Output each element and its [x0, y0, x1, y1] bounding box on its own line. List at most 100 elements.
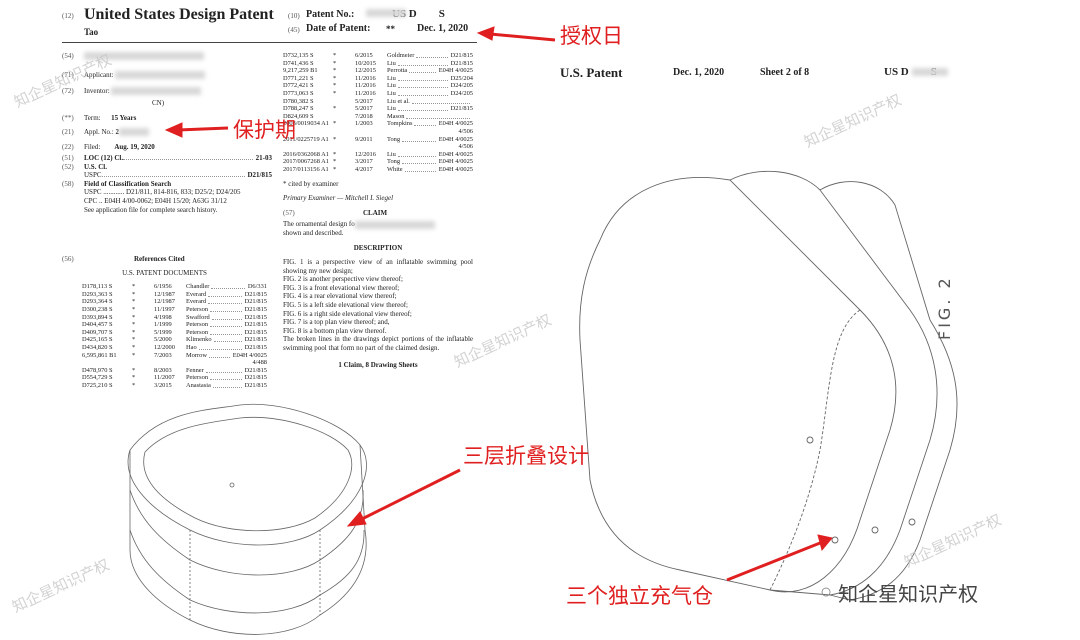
reference-cell: D732,135 S: [283, 52, 314, 59]
reference-cell: 11/2016: [355, 82, 376, 90]
reference-cell: Swafford: [186, 313, 210, 321]
reference-cell: Peterson: [186, 321, 209, 329]
field-uspc: USPC ............ D21/811, 814-816, 833;…: [84, 188, 241, 197]
reference-cell: 4/1998: [154, 313, 172, 321]
annotation-term: 保护期: [233, 118, 296, 142]
reference-cell: 2016/0362068 A1: [283, 150, 329, 158]
reference-cell: Fenner: [186, 366, 204, 374]
f58: (58): [62, 179, 74, 188]
reference-cell: Chandler: [186, 283, 210, 291]
reference-cell: D21/815: [244, 313, 267, 321]
examiner: Primary Examiner — Mitchell I. Siegel: [283, 194, 394, 203]
reference-cell: 6/1956: [154, 283, 172, 291]
reference-cell: E04H 4/0025: [438, 120, 473, 128]
reference-cell: Morrow: [186, 351, 207, 359]
reference-cell: [414, 120, 436, 127]
reference-cell: [397, 82, 448, 89]
date-mark: **: [386, 24, 395, 34]
reference-cell: Everard: [186, 290, 207, 298]
reference-cell: [397, 75, 448, 81]
f51: (51): [62, 154, 74, 162]
reference-cell: Liu: [387, 59, 396, 67]
refs-subtitle: U.S. PATENT DOCUMENTS: [122, 268, 207, 277]
reference-cell: D824,609 S: [283, 112, 314, 120]
date-of-patent: Dec. 1, 2020: [417, 23, 469, 34]
reference-cell: 11/1997: [154, 305, 175, 313]
date-label: Date of Patent:: [306, 23, 371, 34]
reference-cell: D21/815: [244, 328, 267, 336]
reference-cell: D434,820 S: [82, 343, 113, 351]
reference-cell: [211, 314, 242, 320]
reference-cell: 12/1987: [154, 290, 175, 298]
reference-cell: [397, 105, 448, 112]
reference-cell: D21/815: [244, 366, 267, 374]
reference-cell: Peterson: [186, 305, 209, 313]
reference-cell: Goldmeier: [387, 52, 415, 59]
term-value: 15 Years: [111, 114, 137, 122]
reference-cell: E04H 4/0025: [438, 135, 473, 143]
reference-cell: D300,238 S: [82, 305, 113, 313]
reference-cell: D293,364 S: [82, 298, 113, 306]
reference-cell: Hao: [186, 343, 197, 351]
sheet-number: Sheet 2 of 8: [760, 67, 810, 78]
reference-cell: Liu: [387, 105, 396, 113]
uspc-label: USPC: [84, 171, 102, 180]
reference-cell: 4/506: [458, 143, 473, 151]
code45: (45): [288, 26, 300, 34]
reference-cell: 3/2017: [355, 158, 373, 166]
logo-text: 知企星知识产权: [838, 582, 979, 606]
reference-cell: *: [132, 283, 136, 291]
reference-cell: E04H 4/0025: [438, 150, 473, 158]
description-line: FIG. 6 is a right side elevational view …: [283, 309, 412, 318]
reference-cell: Tong: [387, 135, 401, 143]
uscl-label: U.S. Cl.: [84, 162, 107, 171]
f54: (54): [62, 52, 74, 60]
reference-cell: *: [333, 74, 337, 82]
field-note: See application file for complete search…: [84, 205, 218, 214]
reference-cell: Liu: [387, 150, 396, 158]
reference-cell: *: [333, 158, 337, 166]
reference-row: 4/506: [283, 128, 473, 136]
reference-cell: Peterson: [186, 374, 209, 382]
reference-cell: 12/2000: [154, 343, 175, 351]
reference-cell: [397, 90, 448, 96]
reference-cell: *: [333, 52, 337, 59]
reference-cell: *: [132, 290, 136, 298]
reference-cell: 1/2003: [355, 120, 373, 128]
description-line: The broken lines in the drawings depict …: [283, 335, 473, 352]
reference-row: 4/506: [283, 143, 473, 151]
patent-title: United States Design Patent: [84, 6, 274, 23]
reference-cell: [205, 367, 242, 373]
f71: (71): [62, 71, 74, 79]
inventor-name: Tao: [84, 27, 99, 37]
term-label: Term:: [84, 114, 101, 122]
reference-cell: *: [333, 105, 337, 113]
refs-title: References Cited: [134, 255, 185, 263]
reference-cell: [210, 306, 242, 312]
reference-cell: D409,707 S: [82, 328, 113, 336]
reference-cell: *: [132, 305, 136, 313]
reference-cell: 11/2007: [154, 374, 175, 382]
reference-cell: [409, 67, 436, 74]
applicant-label: Applicant:: [84, 71, 114, 79]
sheet-date: Dec. 1, 2020: [673, 67, 725, 78]
reference-cell: D780,382 S: [283, 97, 314, 105]
reference-cell: [198, 344, 242, 350]
reference-cell: White: [387, 165, 403, 173]
reference-cell: *: [333, 165, 337, 173]
f22: (22): [62, 143, 74, 151]
reference-cell: 2017/0067268 A1: [283, 158, 329, 166]
reference-cell: *: [333, 59, 337, 67]
reference-cell: D21/815: [244, 381, 267, 389]
